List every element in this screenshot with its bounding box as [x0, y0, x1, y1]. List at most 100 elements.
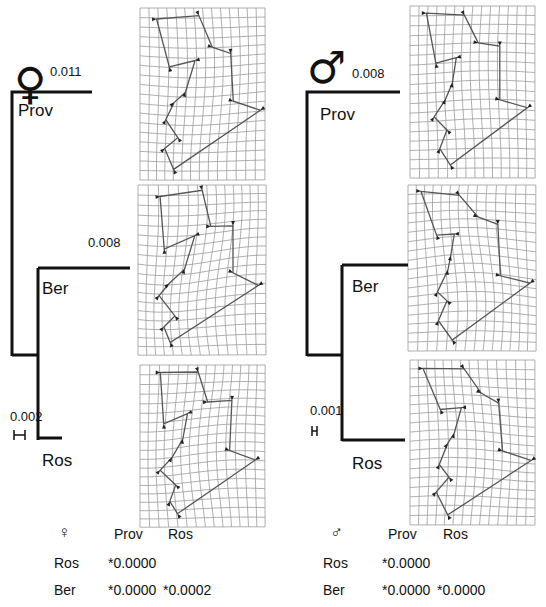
landmark-arrow: [496, 220, 500, 225]
landmark-arrow: [416, 189, 421, 193]
landmark-arrow: [164, 284, 169, 289]
landmark-arrow: [231, 221, 235, 226]
warp-grid: [140, 8, 265, 180]
tree-branches-female: [12, 91, 130, 441]
landmark-arrow: [195, 367, 199, 372]
landmark-arrow: [449, 477, 453, 482]
landmark-arrow: [447, 130, 452, 135]
landmark-arrow: [228, 269, 233, 273]
taxon-label: Prov: [320, 106, 355, 123]
taxon-label: Ros: [352, 455, 382, 472]
landmark-arrow: [178, 138, 182, 143]
landmark-arrow: [444, 443, 448, 448]
landmark-arrow: [436, 464, 440, 469]
table-cell: *0.0000: [108, 556, 156, 570]
landmark-arrow: [434, 292, 438, 297]
landmark-arrow: [203, 400, 208, 404]
table-cell: Ros: [323, 556, 348, 570]
landmark-arrow: [498, 448, 503, 452]
landmark-arrow: [456, 55, 461, 59]
table-header: ♂: [330, 524, 343, 541]
landmark-arrow: [176, 485, 181, 490]
table-cell: Prov: [388, 527, 417, 541]
landmark-arrow: [473, 213, 478, 217]
landmark-arrow: [476, 389, 481, 393]
landmark-arrow: [180, 439, 184, 444]
landmark-arrow: [156, 470, 161, 475]
scale-value: 0.002: [10, 410, 43, 423]
warp-grid: [410, 360, 535, 525]
landmark-arrow: [435, 321, 439, 326]
landmark-arrow: [498, 42, 502, 47]
table-cell: *0.0002: [163, 583, 211, 597]
landmark-arrow: [195, 11, 199, 16]
table-cell: *0.0000: [382, 583, 430, 597]
landmark-arrow: [188, 410, 193, 414]
landmark-arrow: [430, 117, 434, 122]
scale-value: 0.001: [310, 404, 343, 417]
table-cell: *0.0000: [382, 556, 430, 570]
landmark-arrow: [159, 327, 164, 332]
branch-length: 0.011: [50, 65, 82, 78]
landmark-outline: [160, 372, 255, 514]
landmark-arrow: [436, 235, 440, 240]
landmark-arrow: [195, 58, 200, 62]
landmark-arrow: [169, 67, 173, 72]
landmark-arrow: [418, 367, 423, 371]
landmark-arrow: [258, 281, 263, 285]
landmark-arrow: [436, 149, 440, 154]
landmark-arrow: [181, 269, 185, 274]
landmark-arrow: [450, 83, 454, 88]
landmark-arrow: [178, 514, 182, 519]
table-cell: Ros: [168, 527, 193, 541]
warp-grid: [138, 185, 266, 355]
landmark-arrow: [206, 225, 211, 229]
taxon-label: Ber: [42, 280, 68, 297]
landmark-arrow: [230, 396, 234, 401]
landmark-arrow: [225, 447, 230, 451]
landmark-arrow: [199, 185, 203, 190]
landmark-arrow: [155, 195, 160, 199]
landmark-arrow: [531, 456, 536, 460]
landmark-arrow: [451, 433, 455, 438]
landmark-arrow: [229, 49, 233, 54]
landmark-arrow: [422, 11, 427, 15]
landmark-arrow: [450, 165, 454, 170]
deformation-grids: [138, 6, 536, 527]
landmark-arrow: [527, 103, 532, 107]
landmark-arrow: [454, 232, 459, 236]
landmark-arrow: [461, 405, 466, 409]
landmark-arrow: [448, 515, 452, 520]
landmark-arrow: [455, 191, 459, 196]
warp-grid: [140, 365, 265, 527]
landmark-arrow: [432, 492, 437, 497]
landmark-arrow: [495, 97, 500, 101]
taxon-label: Prov: [18, 102, 53, 119]
table-cell: *0.0000: [108, 583, 156, 597]
landmark-arrow: [160, 149, 165, 154]
phylogenetic-tree: [12, 91, 408, 442]
landmark-arrow: [442, 100, 446, 105]
warp-grid: [410, 6, 535, 178]
table-cell: Prov: [114, 527, 143, 541]
scale-bars: [14, 426, 317, 440]
landmark-arrow: [447, 301, 452, 306]
landmark-arrow: [460, 364, 464, 369]
table-cell: Ros: [443, 527, 468, 541]
landmark-arrow: [435, 63, 439, 68]
sex-symbol: ♂: [307, 46, 346, 90]
landmark-arrow: [473, 40, 478, 44]
landmark-arrow: [207, 44, 212, 48]
landmark-arrow: [260, 106, 265, 110]
table-cell: Ber: [54, 583, 76, 597]
landmark-arrow: [170, 343, 174, 348]
sex-symbol: ♀: [14, 62, 46, 106]
landmark-arrow: [163, 249, 167, 254]
taxon-label: Ber: [352, 278, 378, 295]
landmark-arrow: [168, 458, 172, 463]
landmark-arrow: [195, 232, 200, 236]
branch-length: 0.008: [88, 236, 121, 249]
table-cell: *0.0000: [437, 583, 485, 597]
landmark-arrow: [496, 398, 500, 403]
